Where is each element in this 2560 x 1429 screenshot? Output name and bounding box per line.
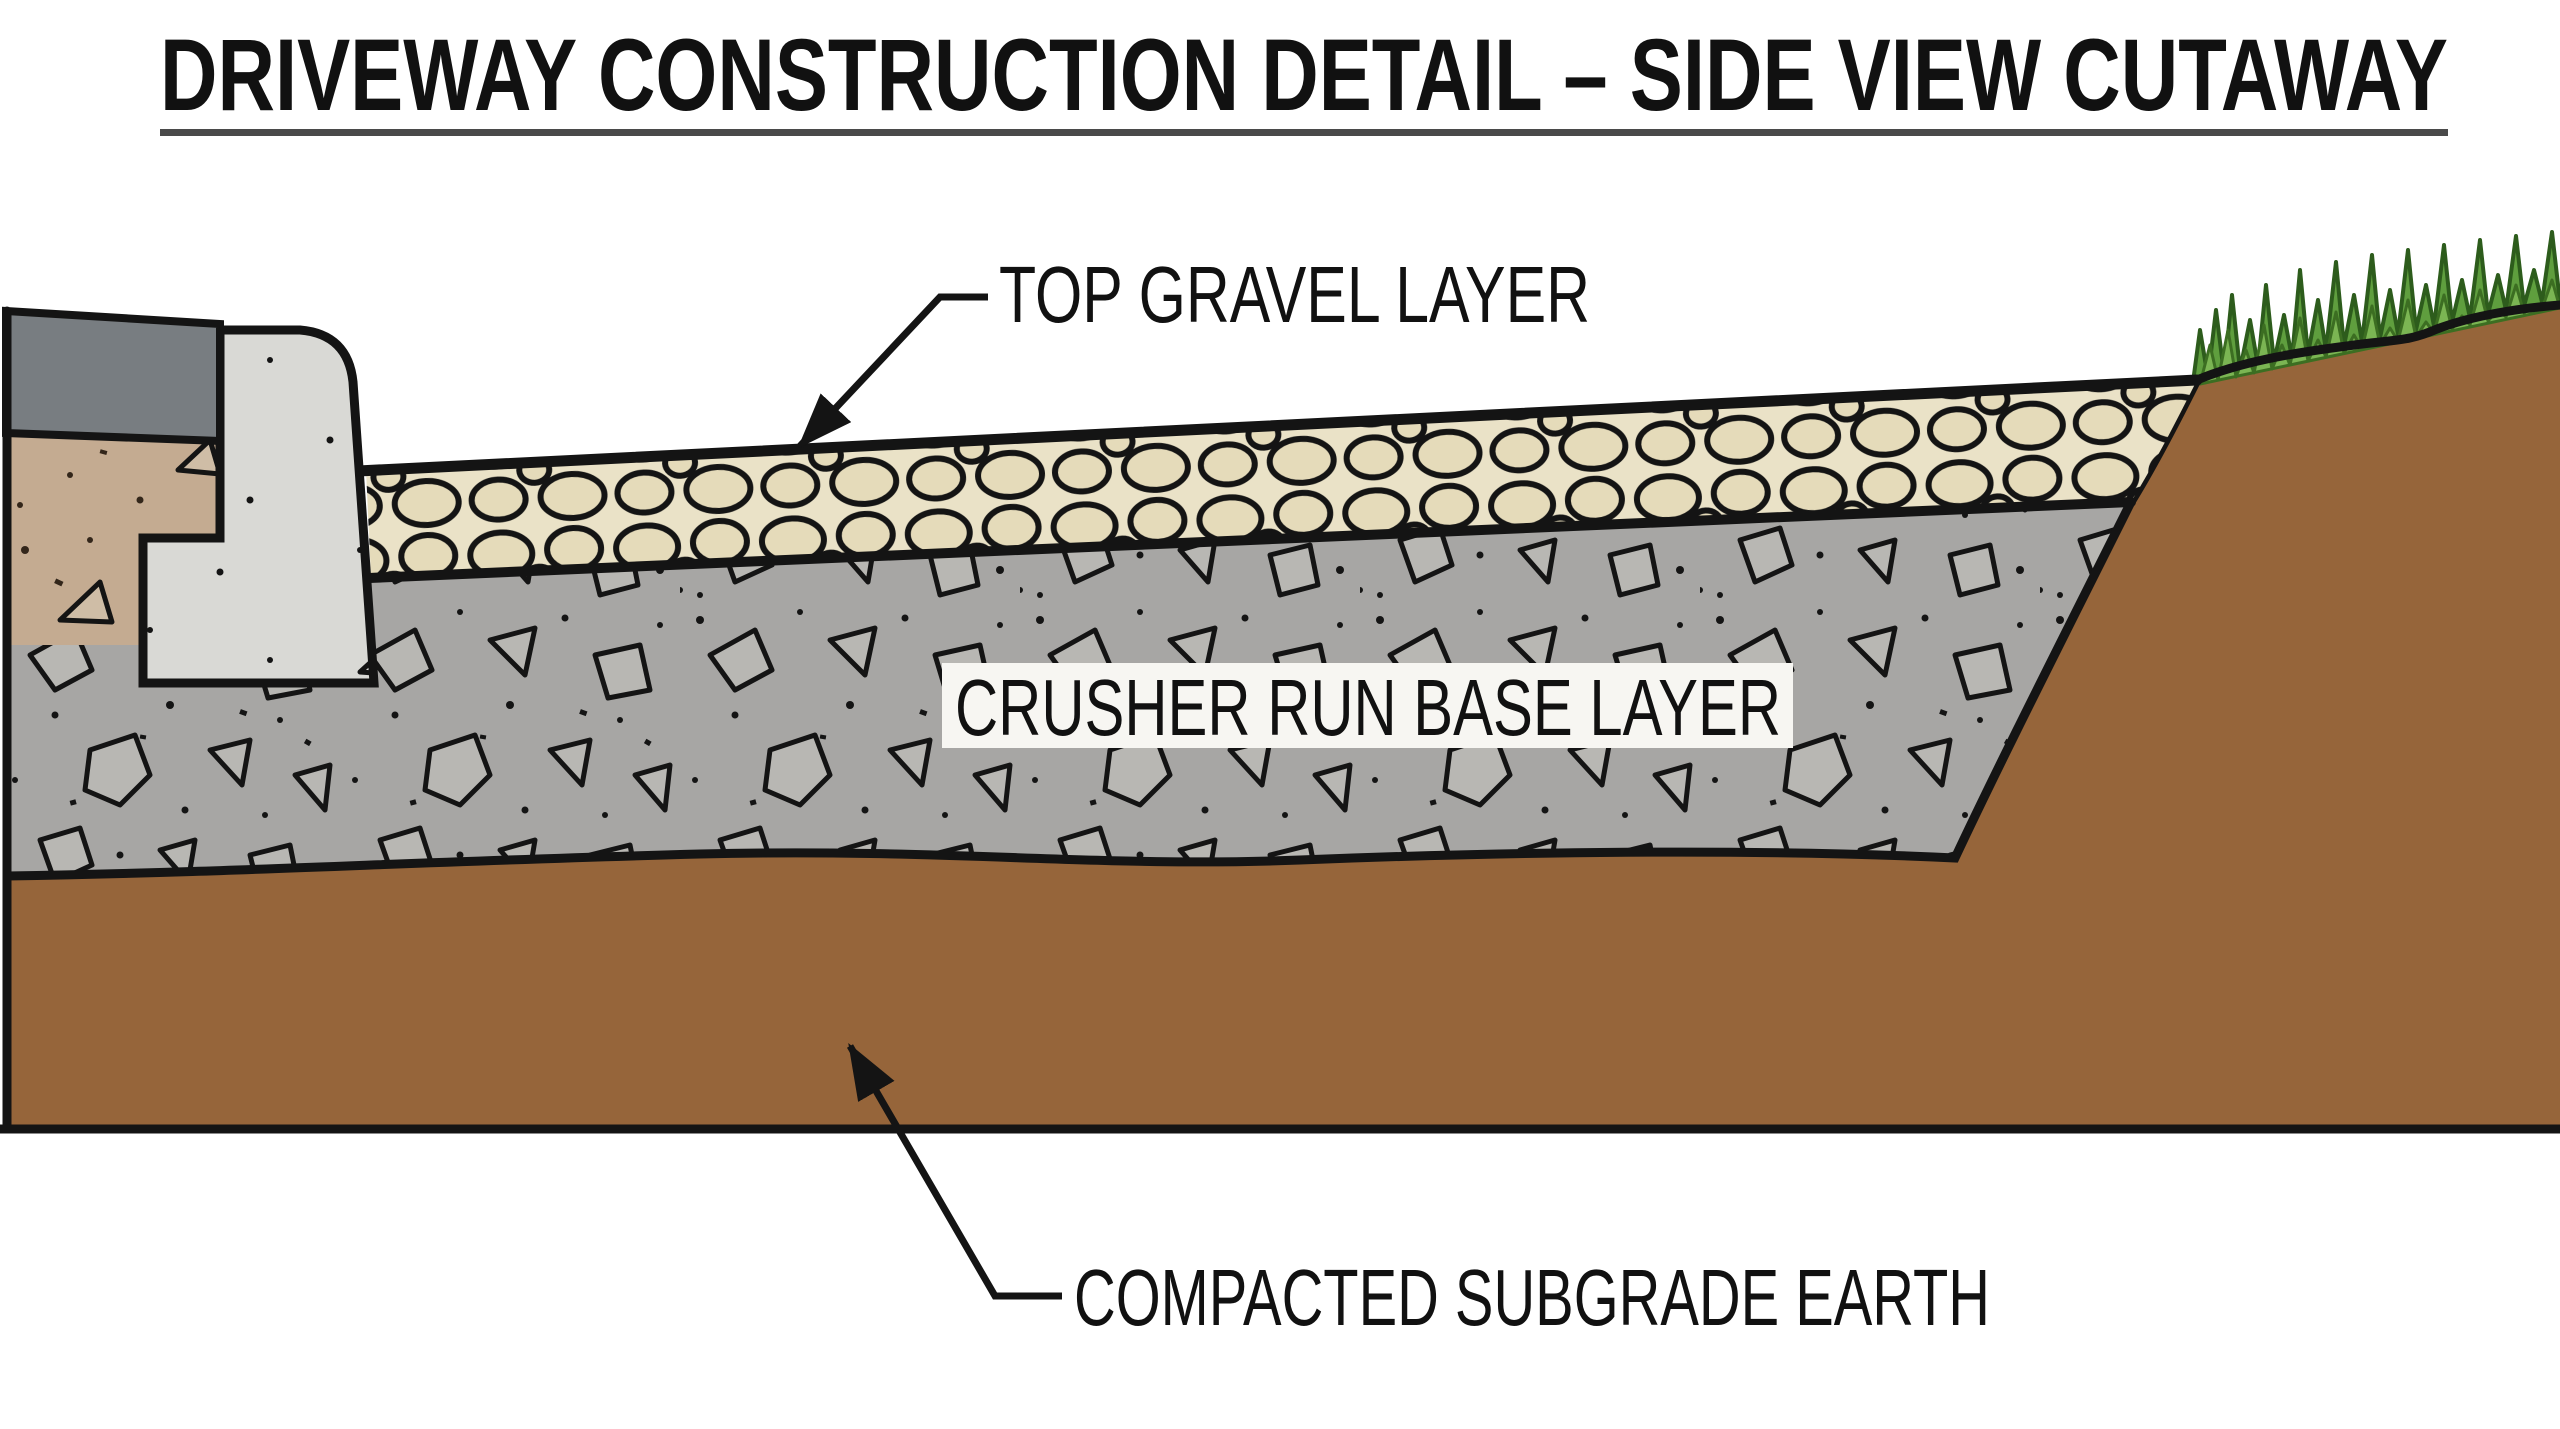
title-underline xyxy=(160,129,2448,136)
subgrade-label: COMPACTED SUBGRADE EARTH xyxy=(1074,1253,1990,1342)
garage-slab xyxy=(1,306,224,446)
subgrade-leader-line xyxy=(846,1042,1062,1300)
gravel-leader-line xyxy=(797,293,988,449)
top-gravel-label: TOP GRAVEL LAYER xyxy=(999,250,1590,339)
backfill-soil xyxy=(7,433,220,645)
concrete-foundation xyxy=(138,325,379,688)
page-title: DRIVEWAY CONSTRUCTION DETAIL – SIDE VIEW… xyxy=(160,18,2448,132)
gravel-top-edge xyxy=(352,374,2203,477)
crusher-label-box xyxy=(942,663,1793,748)
crusher-run-label: CRUSHER RUN BASE LAYER xyxy=(955,663,1781,752)
gravel-bottom-edge xyxy=(364,497,2136,583)
layer-boundary-outline xyxy=(2,300,2560,881)
subgrade-earth-layer xyxy=(7,305,2560,1129)
top-gravel-layer xyxy=(366,380,2197,578)
grass-tuft-back xyxy=(2191,230,2560,384)
